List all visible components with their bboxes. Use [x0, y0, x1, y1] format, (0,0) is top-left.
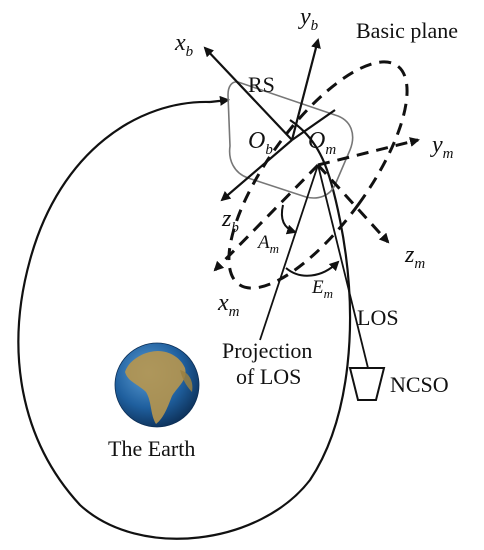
orbit-ellipse	[17, 100, 352, 540]
rs-outline	[227, 81, 354, 199]
xb-axis-line	[203, 46, 293, 141]
ncso-object	[348, 367, 386, 401]
zb-axis-line	[220, 139, 293, 202]
am-angle-label: Am	[256, 232, 279, 256]
projection-of-los-line	[259, 164, 319, 341]
ob-origin-label: Ob	[248, 128, 273, 158]
xb-axis-label: xb	[174, 30, 194, 60]
ym-axis-line	[317, 137, 420, 167]
zm-axis-line	[316, 163, 390, 244]
xm-axis-label: xm	[217, 290, 240, 320]
ncso-label: NCSO	[390, 372, 449, 397]
earth-label: The Earth	[108, 436, 195, 461]
basic-plane-ellipse	[227, 60, 409, 290]
xm-axis-line	[213, 163, 320, 272]
projection-label-line2: of LOS	[236, 364, 301, 389]
earth-globe	[114, 342, 200, 428]
orbit-direction-arrow	[209, 95, 230, 106]
los-line	[317, 164, 369, 369]
am-angle-arc	[280, 204, 297, 235]
em-angle-label: Em	[311, 277, 333, 301]
om-origin-label: Om	[308, 128, 336, 158]
zm-axis-label: zm	[404, 242, 425, 272]
zb-axis-label: zb	[221, 206, 239, 236]
em-angle-arc	[285, 260, 340, 277]
los-label: LOS	[357, 305, 399, 330]
rs-label: RS	[248, 72, 275, 97]
basic-plane-label: Basic plane	[356, 18, 458, 43]
yb-axis-label: yb	[298, 4, 319, 34]
projection-label-line1: Projection	[222, 338, 312, 363]
ob-back-line	[291, 109, 336, 141]
yb-axis-line	[290, 38, 321, 141]
ym-axis-label: ym	[430, 132, 454, 162]
